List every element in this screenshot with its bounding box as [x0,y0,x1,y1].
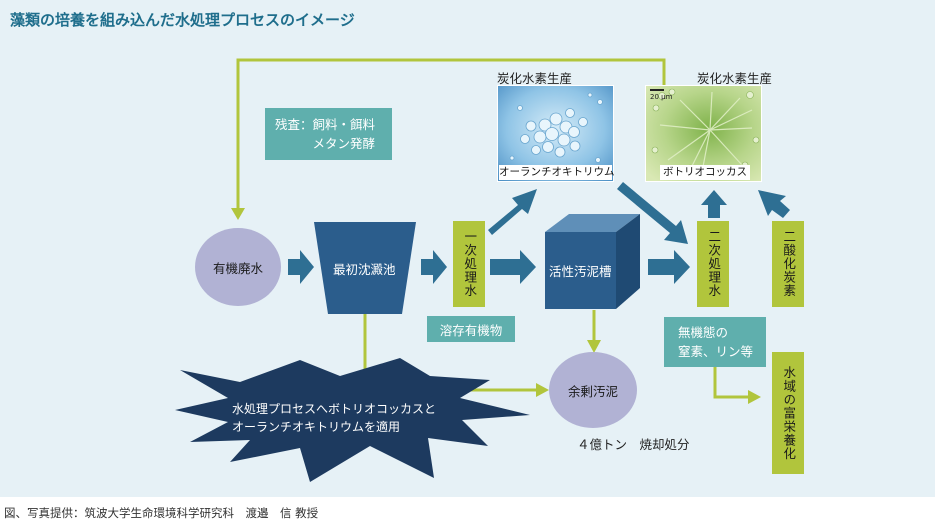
recycle-arrowhead [231,208,245,220]
excess-sludge-arrowhead [587,340,601,353]
activated-sludge-tank-top [545,214,640,232]
application-text: 水処理プロセスへボトリオコッカスと オーランチオキトリウムを適用 [232,402,437,434]
arrow-primary-water-to-aurantiochytrium [488,189,537,235]
arrow-aurantiochytrium-to-secondary-water [617,182,688,244]
residue-box: 残査：飼料・餌料 メタン発酵 [265,108,392,160]
inorganic-nutrients-box: 無機態の 窒素、リン等 [664,317,766,367]
carbon-dioxide-box: 二酸化炭素 [772,221,804,307]
arrow-co2-to-botryococcus [758,190,790,218]
arrow-wastewater-to-tank [288,250,314,284]
arrow-sludge-tank-to-secondary-water [648,250,690,284]
right-photo-heading: 炭化水素生産 [697,71,773,86]
primary-settling-tank-shape [314,222,416,314]
eutrophication-box: 水域の富栄養化 [772,352,804,474]
arrow-tank-to-primary-water [421,250,447,284]
arrow-primary-water-to-sludge-tank [490,250,536,284]
activated-sludge-tank-label: 活性汚泥槽 [549,264,612,279]
primary-settling-tank-label: 最初沈澱池 [333,262,396,277]
application-star-shape [175,358,530,482]
excess-sludge-circle: 余剰汚泥 [549,352,637,428]
aurantiochytrium-label: オーランチオキトリウム [499,165,615,180]
activated-sludge-tank-front [545,232,616,309]
dissolved-organics-box: 溶存有機物 [427,316,515,342]
organic-wastewater-circle: 有機廃水 [195,228,281,306]
eutrophication-arrowhead [748,390,761,404]
left-photo-heading: 炭化水素生産 [497,71,573,86]
incineration-label: ４億トン 焼却処分 [577,437,690,452]
botryococcus-photo-frame [645,85,762,182]
botryococcus-label: ボトリオコッカス [660,165,750,180]
primary-treated-water-box: 一次処理水 [453,221,485,307]
diagram-title: 藻類の培養を組み込んだ水処理プロセスのイメージ [10,11,355,29]
aurantiochytrium-photo-frame [497,85,614,182]
dissolved-organics-arrowhead [536,383,549,397]
photo-credit-caption: 図、写真提供：筑波大学生命環境科学研究科 渡邉 信 教授 [4,506,319,520]
recycle-line [236,58,666,210]
scale-bar-label: 20 µm [650,93,673,101]
arrow-secondary-water-to-botryococcus [701,190,727,218]
secondary-treated-water-box: 二次処理水 [697,221,729,307]
activated-sludge-tank-side [616,214,640,309]
eutrophication-line [713,366,750,399]
